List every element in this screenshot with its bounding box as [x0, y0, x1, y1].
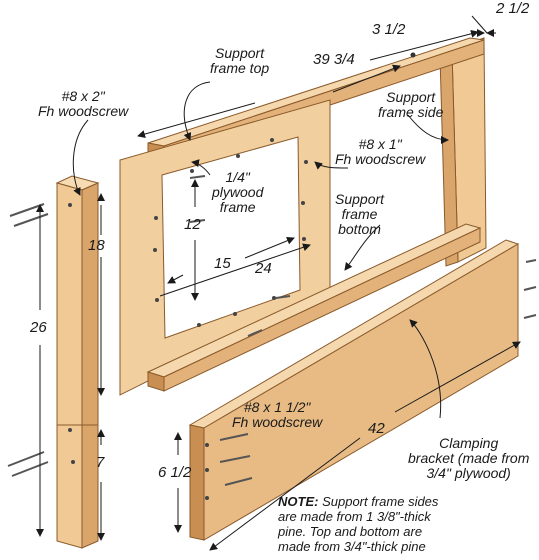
note-block: NOTE: Support frame sides are made from … [278, 494, 438, 554]
support-frame-bottom [146, 223, 482, 392]
note-line-3: pine. Top and bottom are [278, 524, 423, 539]
leader-lines [72, 81, 449, 419]
dim-39-3-4: 39 3/4 [313, 51, 355, 68]
label-screw-8x2: #8 x 2"Fh woodscrew [38, 88, 129, 119]
dim-7: 7 [96, 454, 105, 471]
dim-6-1-2: 6 1/2 [158, 464, 192, 481]
left-support-post [55, 175, 100, 549]
dim-24: 24 [255, 260, 272, 277]
label-screw-8x1: #8 x 1"Fh woodscrew [335, 136, 426, 167]
note-line-4: made from 3/4"-thick pine [278, 539, 426, 554]
note-line-2: are made from 1 3/8"-thick [278, 509, 431, 524]
dim-26: 26 [30, 319, 47, 336]
dim-42: 42 [368, 420, 385, 437]
note-line-1: Support frame sides [322, 494, 439, 509]
note-prefix: NOTE: [278, 494, 319, 509]
label-screw-8x1-5: #8 x 1 1/2"Fh woodscrew [232, 399, 323, 430]
dim-15: 15 [214, 255, 231, 272]
dim-12: 12 [184, 216, 201, 233]
dim-2-1-2: 2 1/2 [496, 0, 530, 17]
clamping-bracket [188, 239, 520, 541]
dim-3-1-2: 3 1/2 [372, 21, 406, 38]
dim-18: 18 [88, 237, 105, 254]
dimension-lines [36, 15, 521, 551]
